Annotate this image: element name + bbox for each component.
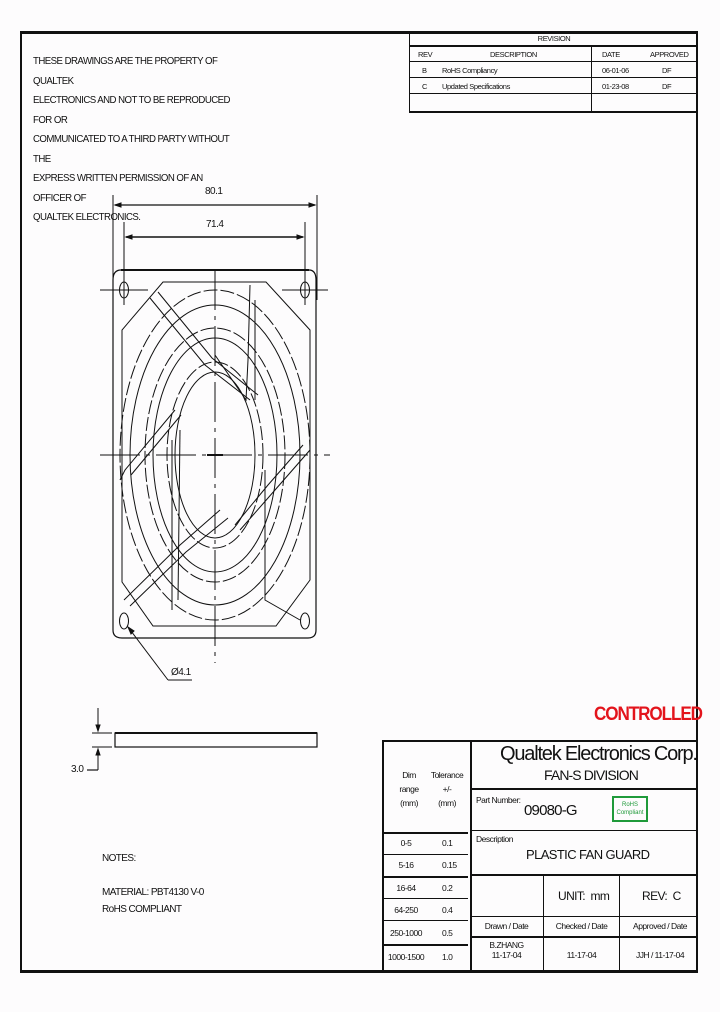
- part-number: 09080-G: [524, 802, 578, 819]
- disclaimer-line: THESE DRAWINGS ARE THE PROPERTY OF QUALT…: [33, 55, 218, 87]
- disclaimer-line: EXPRESS WRITTEN PERMISSION OF AN OFFICER…: [33, 172, 203, 204]
- tolerance-range: 250-1000: [390, 928, 422, 938]
- revision-row-rev: B: [422, 66, 427, 75]
- header-line: Tolerance: [430, 770, 464, 780]
- tolerance-range: 5-16: [398, 860, 414, 870]
- tolerance-value: 0.2: [442, 883, 453, 893]
- unit-value: mm: [590, 889, 610, 903]
- company-name: Qualtek Electronics Corp.: [500, 743, 698, 765]
- description-value: PLASTIC FAN GUARD: [526, 847, 650, 862]
- tolerance-value: 0.4: [442, 905, 453, 915]
- revision-header-approved: APPROVED: [650, 50, 689, 59]
- header-line: +/-: [442, 784, 452, 794]
- revision-row-rev: C: [422, 82, 428, 91]
- drawn-value: B.ZHANG 11-17-04: [470, 940, 543, 960]
- header-line: range: [399, 784, 419, 794]
- tolerance-value: 0.15: [442, 860, 457, 870]
- revision-table: REVISION REV DESCRIPTION DATE APPROVED B…: [409, 31, 698, 113]
- revision-row-approved: DF: [662, 82, 672, 91]
- tolerance-range: 16-64: [396, 883, 416, 893]
- dim-hole-diameter: Ø4.1: [171, 667, 191, 678]
- checked-label: Checked / Date: [555, 921, 608, 931]
- tolerance-header-tol: Tolerance +/- (mm): [430, 768, 464, 810]
- revision-title: REVISION: [410, 31, 698, 47]
- header-line: Dim: [402, 770, 416, 780]
- dim-hole-spacing: 71.4: [206, 219, 224, 230]
- rev-field: REV: C: [642, 889, 681, 903]
- checked-value: 11-17-04: [566, 950, 597, 960]
- drawn-date: 11-17-04: [491, 950, 522, 960]
- rev-label: REV:: [642, 889, 668, 903]
- revision-header-date: DATE: [602, 50, 620, 59]
- disclaimer-line: ELECTRONICS AND NOT TO BE REPRODUCED FOR…: [33, 94, 231, 126]
- note-line: RoHS COMPLIANT: [102, 904, 182, 915]
- revision-header-rev: REV: [418, 50, 433, 59]
- title-block: Dim range (mm) Tolerance +/- (mm) 0-5 0.…: [382, 740, 698, 973]
- controlled-stamp: CONTROLLED: [594, 704, 703, 725]
- revision-row-date: 06-01-06: [602, 66, 629, 75]
- tolerance-range: 0-5: [400, 838, 412, 848]
- rev-value: C: [672, 889, 682, 903]
- header-line: (mm): [438, 798, 456, 808]
- tolerance-range: 1000-1500: [387, 952, 425, 962]
- property-disclaimer: THESE DRAWINGS ARE THE PROPERTY OF QUALT…: [33, 52, 235, 228]
- notes-title: NOTES:: [102, 853, 136, 864]
- note-line: MATERIAL: PBT4130 V-0: [102, 887, 204, 898]
- rohs-badge-line: RoHS: [621, 802, 638, 808]
- revision-row-date: 01-23-08: [602, 82, 629, 91]
- tolerance-value: 0.5: [442, 928, 453, 938]
- dim-overall-width: 80.1: [205, 186, 223, 197]
- notes-section: NOTES: MATERIAL: PBT4130 V-0 RoHS COMPLI…: [102, 850, 204, 918]
- tolerance-header-dim: Dim range (mm): [398, 768, 420, 810]
- tolerance-value: 1.0: [442, 952, 453, 962]
- revision-header-description: DESCRIPTION: [490, 50, 537, 59]
- approved-label: Approved / Date: [633, 921, 687, 931]
- unit-label: UNIT:: [558, 889, 586, 903]
- dim-thickness: 3.0: [71, 764, 84, 775]
- division-name: FAN-S DIVISION: [544, 767, 639, 783]
- revision-row-description: Updated Specifications: [442, 82, 510, 91]
- approved-value: JJH / 11-17-04: [635, 950, 685, 960]
- header-line: (mm): [400, 798, 418, 808]
- disclaimer-line: COMMUNICATED TO A THIRD PARTY WITHOUT TH…: [33, 133, 230, 165]
- disclaimer-line: QUALTEK ELECTRONICS.: [33, 211, 141, 223]
- rohs-badge-line: Compliant: [616, 810, 644, 816]
- revision-row-approved: DF: [662, 66, 672, 75]
- unit-field: UNIT: mm: [558, 889, 610, 903]
- drawn-label: Drawn / Date: [484, 921, 529, 931]
- drawing-frame: [20, 31, 698, 973]
- tolerance-value: 0.1: [442, 838, 453, 848]
- revision-row-description: RoHS Compliancy: [442, 66, 498, 75]
- description-label: Description: [476, 834, 514, 844]
- part-number-label: Part Number:: [476, 795, 521, 805]
- drawn-name: B.ZHANG: [489, 940, 524, 950]
- rohs-compliant-badge: RoHS Compliant: [612, 796, 648, 822]
- tolerance-range: 64-250: [394, 905, 418, 915]
